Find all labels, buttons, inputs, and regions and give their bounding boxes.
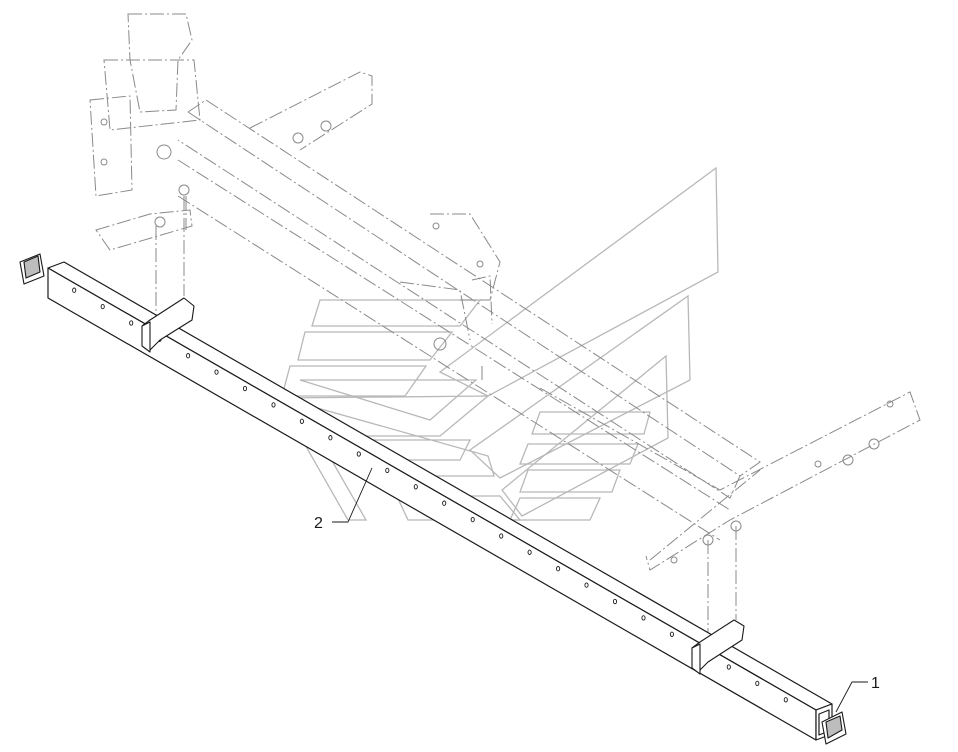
tube-hole <box>470 516 475 523</box>
tube-hole <box>726 664 731 670</box>
tube-hole <box>186 353 191 359</box>
phantom-headstock <box>127 13 193 113</box>
tube-hole <box>641 615 646 621</box>
tube-hole <box>214 369 219 375</box>
tube-hole <box>100 303 105 310</box>
tube-hole <box>413 484 418 490</box>
nut-icon <box>292 132 304 144</box>
tube-hole <box>242 385 248 392</box>
bracket-left <box>141 297 195 353</box>
tube-hole <box>612 598 618 605</box>
end-caps <box>19 253 847 745</box>
phantom-center-bracket <box>430 213 501 301</box>
tube-hole <box>299 418 304 424</box>
callout-2: 2 <box>314 515 323 532</box>
tube-hole <box>328 435 333 441</box>
leader-line-1 <box>835 681 868 713</box>
nut-icon <box>154 216 166 228</box>
nut-icon <box>868 438 880 450</box>
leader-lines <box>332 467 868 713</box>
nut-icon <box>842 454 854 466</box>
phantom-main-beam <box>177 111 741 499</box>
pin-icon <box>156 144 172 160</box>
square-tube-bar <box>47 261 833 741</box>
tube-holes <box>72 287 788 703</box>
nut-icon <box>702 534 714 546</box>
end-cap-right <box>821 711 847 745</box>
tube-hole <box>755 680 760 687</box>
tube-hole <box>72 287 77 293</box>
nut-icon <box>730 520 742 532</box>
phantom-right-upper-arm <box>249 71 373 151</box>
tube-hole <box>499 533 504 539</box>
tube-hole <box>527 549 532 555</box>
leader-line-2 <box>332 467 373 523</box>
bracket-right <box>691 619 745 675</box>
tube-hole <box>584 582 589 588</box>
tube-hole <box>129 320 134 326</box>
tube-hole <box>356 451 361 457</box>
tube-hole <box>556 566 561 572</box>
tube-hole <box>669 631 674 637</box>
phantom-right-lower-arm <box>539 387 921 571</box>
tube-hole <box>385 467 390 474</box>
phantom-frame <box>89 13 921 640</box>
nut-icon <box>320 120 332 132</box>
phantom-fasteners <box>100 118 894 564</box>
callout-1: 1 <box>871 675 880 692</box>
nut-icon <box>178 184 190 196</box>
pin-icon <box>433 337 447 351</box>
phantom-left-arm <box>95 209 193 251</box>
end-cap-left <box>19 253 45 285</box>
mounting-brackets <box>141 297 745 675</box>
tube-hole <box>271 402 276 408</box>
tube-hole <box>442 500 447 506</box>
tube-hole <box>783 697 788 703</box>
